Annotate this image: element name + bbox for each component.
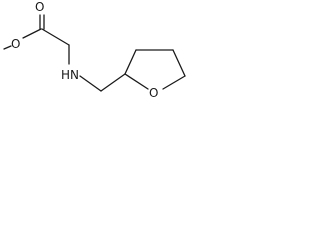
structural-formula: O O HN O (3, 0, 186, 100)
bond-ring-c5-oxygen (162, 75, 186, 90)
bond-ring-c4-c5 (172, 49, 186, 77)
bond-ring-c2-c3 (124, 49, 137, 75)
bond-ester-oxygen-carbonyl (22, 28, 42, 39)
atom-carbonyl-oxygen: O (35, 0, 44, 14)
bond-methyl-ester-oxygen (3, 45, 12, 50)
bond-nitrogen-methylene (79, 75, 102, 92)
bond-carbonyl-methylene (41, 28, 70, 46)
atom-ester-oxygen: O (11, 37, 20, 51)
atom-amine: HN (61, 68, 79, 82)
atom-ring-oxygen: O (149, 86, 158, 100)
bond-ring-oxygen-c2 (124, 73, 149, 90)
bond-methylene-ring (100, 73, 126, 92)
